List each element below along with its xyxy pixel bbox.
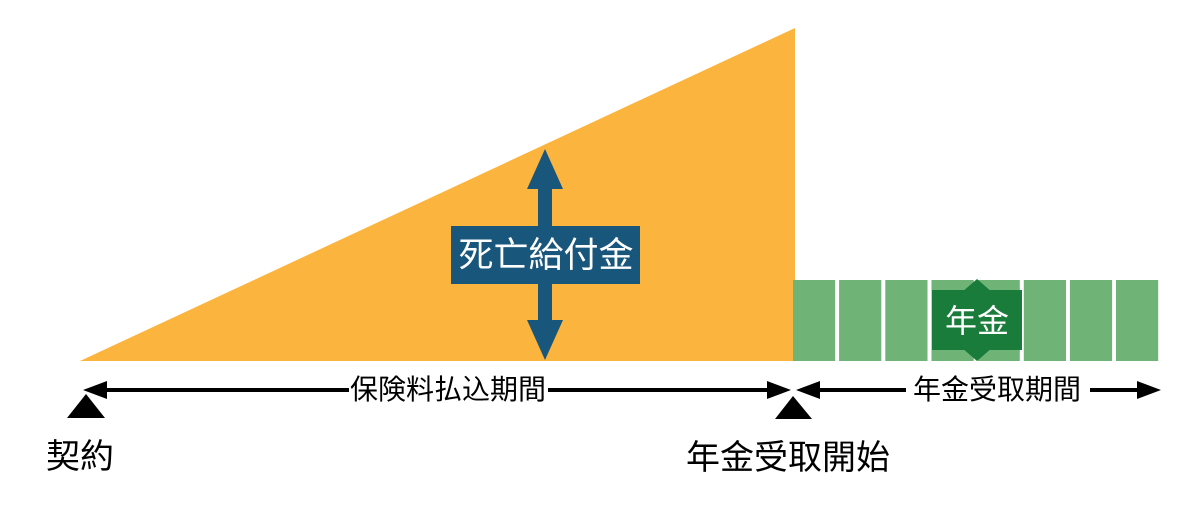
contract-marker-icon: [67, 394, 105, 418]
annuity-period-arrow: [796, 381, 1161, 399]
annuity-period-line-right: [1090, 388, 1140, 392]
annuity-period-arrow-right-icon: [1137, 381, 1161, 399]
annuity-box-label: 年金: [945, 303, 1009, 339]
annuity-start-marker-icon: [775, 396, 812, 419]
premium-period-arrow-right-icon: [767, 381, 791, 399]
death-benefit-arrow-up-icon: [527, 149, 563, 189]
annuity-arrow-down-icon: [961, 347, 993, 361]
annuity-period-arrow-left-icon: [796, 381, 820, 399]
annuity-block: [885, 280, 928, 361]
premium-period-arrow-left-icon: [83, 381, 107, 399]
annuity-period-label: 年金受取期間: [913, 374, 1081, 405]
premium-period-label: 保険料払込期間: [350, 374, 546, 405]
annuity-block: [793, 280, 836, 361]
annuity-start-label: 年金受取開始: [686, 439, 890, 477]
death-benefit-box-label: 死亡給付金: [458, 236, 633, 275]
premium-period-line-left: [104, 388, 349, 392]
premium-period-line-right: [548, 388, 772, 392]
annuity-period-line-left: [817, 388, 906, 392]
annuity-block: [839, 280, 882, 361]
death-benefit-box: [451, 226, 640, 284]
annuity-box: [932, 290, 1022, 350]
contract-label: 契約: [46, 438, 114, 476]
premium-period-arrow: [83, 381, 791, 399]
annuity-block: [1116, 280, 1159, 361]
annuity-arrow-up-icon: [961, 279, 993, 293]
annuity-block: [1023, 280, 1066, 361]
annuity-block: [1069, 280, 1113, 361]
death-benefit-arrow-down-icon: [527, 320, 563, 360]
